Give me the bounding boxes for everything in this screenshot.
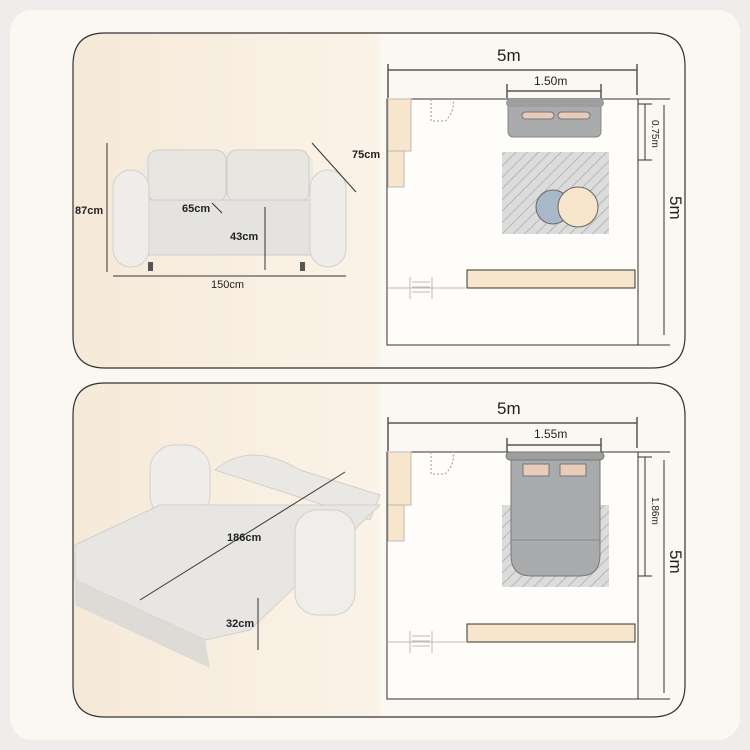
sofa-illustration <box>112 149 347 271</box>
sofa-floor-plan: 5m 1.50m 0.75m 5m <box>386 46 685 346</box>
sofa-height-label: 87cm <box>75 205 103 217</box>
bed-panel: 186cm 32cm <box>72 382 686 718</box>
sofa-width-plan-label: 1.50m <box>534 74 567 88</box>
sofa-width-label: 150cm <box>211 279 244 291</box>
room-width-label: 5m <box>497 46 521 65</box>
bed-width-plan-label: 1.55m <box>534 427 567 441</box>
bed-length-plan-label: 1.86m <box>649 497 660 525</box>
room-width-label: 5m <box>497 399 521 418</box>
bed-height-label: 32cm <box>226 618 254 630</box>
bed-length-label: 186cm <box>227 532 261 544</box>
room-length-label: 5m <box>666 196 685 220</box>
room-length-label: 5m <box>666 550 685 574</box>
sofa-depth-plan-label: 0.75m <box>649 120 660 148</box>
sofa-panel: 87cm 75cm 65cm 43cm 150cm <box>72 32 686 369</box>
seat-height-label: 43cm <box>230 231 258 243</box>
sofa-bed-illustration <box>74 444 382 668</box>
bed-floor-plan: 5m 1.55m 1.86m 5m <box>386 399 685 700</box>
seat-depth-label: 65cm <box>182 203 210 215</box>
sofa-depth-label: 75cm <box>352 149 380 161</box>
